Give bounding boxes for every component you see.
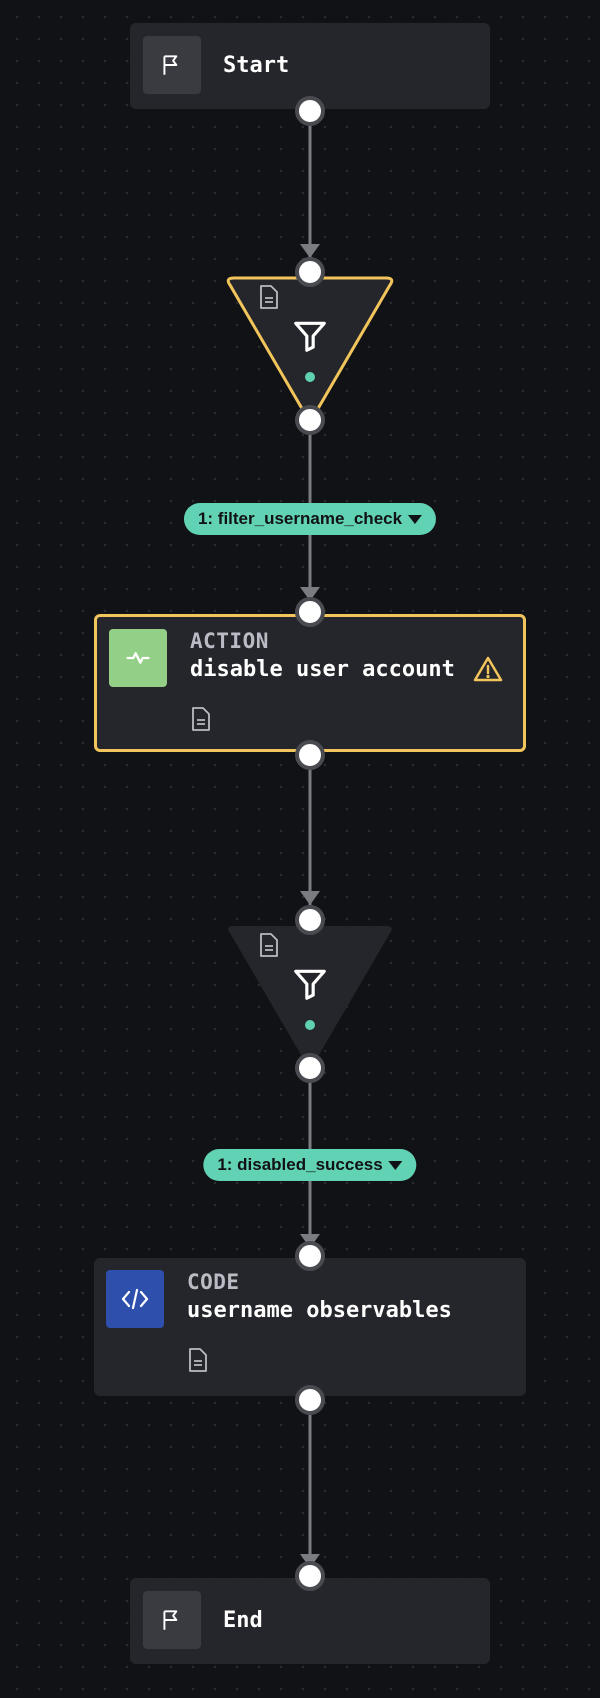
arrowhead	[300, 587, 320, 601]
end-node[interactable]: End	[130, 1578, 490, 1664]
document-icon[interactable]	[190, 706, 212, 736]
start-label: Start	[223, 53, 290, 78]
status-dot	[305, 372, 315, 382]
action-icon-tile	[109, 629, 167, 687]
flag-icon	[163, 1610, 178, 1630]
edge-label-text: 1: filter_username_check	[197, 509, 403, 528]
arrowhead	[300, 891, 320, 905]
caret-down-icon	[388, 1160, 403, 1170]
start-icon-tile	[143, 36, 201, 94]
document-icon	[258, 284, 280, 314]
flag-icon	[163, 55, 178, 75]
warning-icon[interactable]	[473, 655, 503, 687]
caret-down-icon	[408, 514, 423, 524]
code-icon-tile	[106, 1270, 164, 1328]
node-kind-label: ACTION	[190, 629, 269, 653]
edge-label-text: 1: disabled_success	[217, 1155, 383, 1174]
arrowhead	[300, 244, 320, 258]
status-dot	[305, 1020, 315, 1030]
funnel-icon	[291, 965, 329, 1007]
filter-node-1[interactable]	[220, 272, 400, 422]
start-node[interactable]: Start	[130, 23, 490, 109]
document-icon[interactable]	[187, 1347, 209, 1377]
edge-label-disabled-success[interactable]: 1: disabled_success	[203, 1149, 417, 1181]
node-title: username observables	[187, 1298, 452, 1323]
node-kind-label: CODE	[187, 1270, 240, 1294]
arrowhead	[300, 1234, 320, 1248]
arrowhead	[300, 1554, 320, 1568]
action-node[interactable]: ACTION disable user account	[94, 614, 526, 752]
end-icon-tile	[143, 1591, 201, 1649]
edge-label-filter-username-check[interactable]: 1: filter_username_check	[183, 503, 437, 535]
filter-node-2[interactable]	[220, 920, 400, 1070]
node-title: disable user account	[190, 657, 455, 682]
code-brackets-icon	[121, 1288, 149, 1310]
code-node[interactable]: CODE username observables	[94, 1258, 526, 1396]
document-icon	[258, 932, 280, 962]
funnel-icon	[291, 317, 329, 359]
pulse-icon	[126, 652, 150, 664]
end-label: End	[223, 1608, 263, 1633]
